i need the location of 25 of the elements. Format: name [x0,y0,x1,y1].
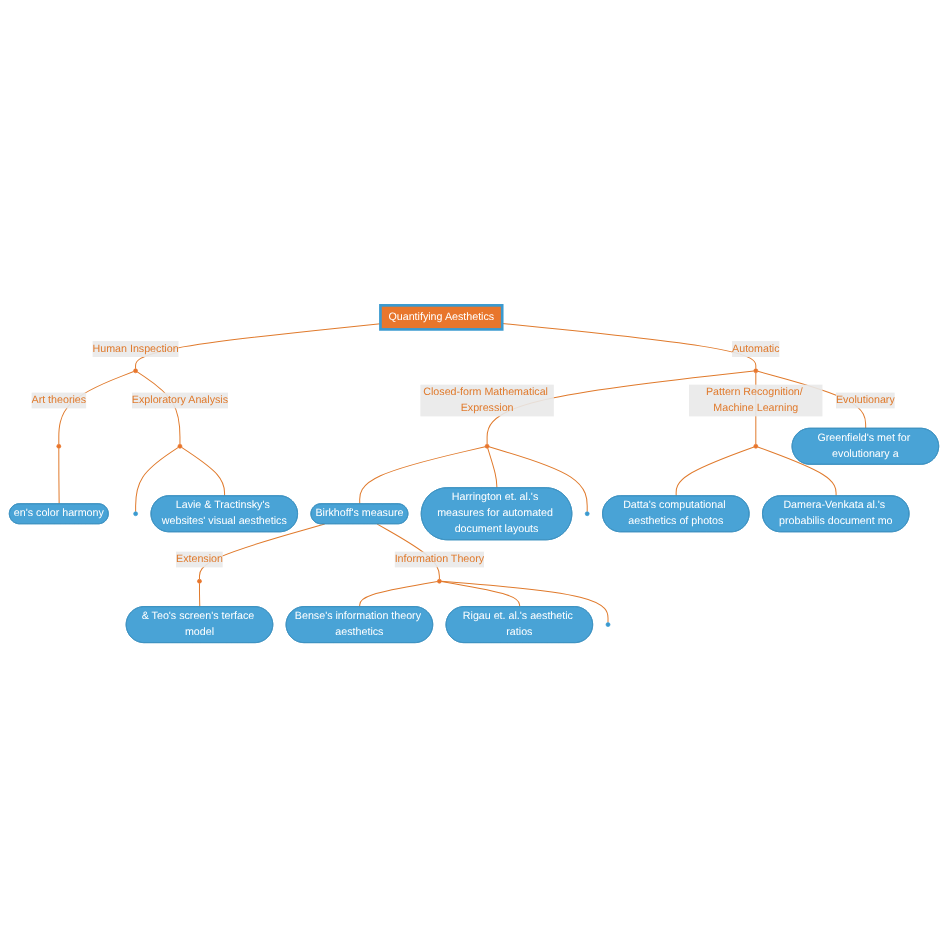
connector [199,582,201,608]
connector [135,446,179,513]
node-circle [56,443,62,449]
node-circle [753,443,759,449]
node-circle [133,511,138,517]
node-circle [584,511,590,517]
connector [181,446,226,497]
node-circle [605,622,611,627]
connector [487,447,498,489]
connector [359,581,438,608]
connector [501,323,757,370]
node-circle [177,443,183,449]
connector [58,447,60,505]
connector [199,523,326,580]
node-circle [133,368,138,374]
connector [757,446,837,497]
connector [359,446,486,505]
node-circle [753,368,759,374]
connector [488,446,588,513]
connector [440,581,521,608]
node-circle [437,578,442,584]
connector [675,446,755,497]
node-circle [484,443,490,449]
connector [440,580,609,624]
node-circle [197,578,202,584]
